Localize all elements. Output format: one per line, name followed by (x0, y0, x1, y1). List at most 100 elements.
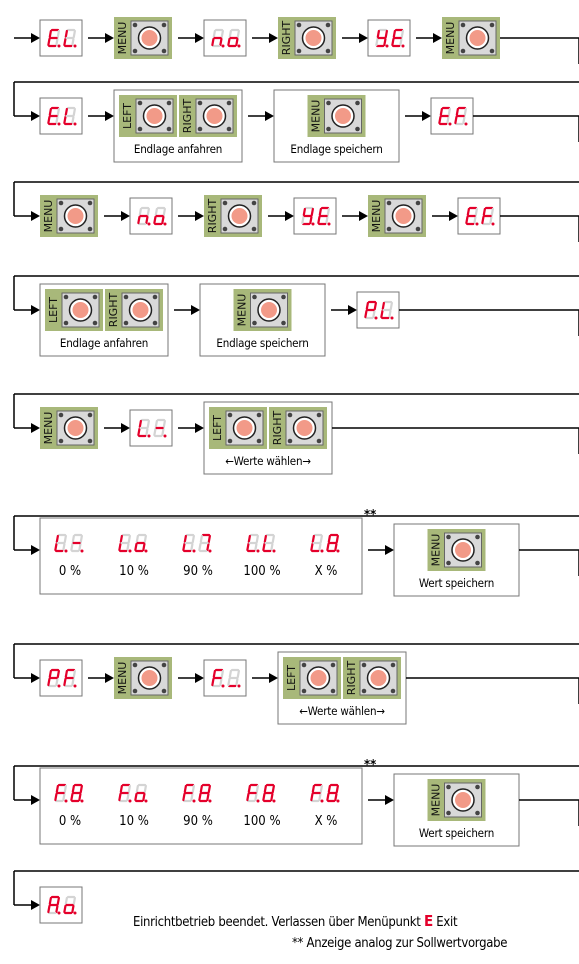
led-segment (211, 37, 215, 47)
led-segment (227, 37, 231, 47)
button-screw (489, 22, 495, 28)
display-frame (356, 291, 400, 329)
led-segment (198, 792, 202, 802)
led-segment (364, 309, 368, 319)
led-segment (62, 542, 66, 552)
button-cap (231, 208, 248, 224)
led-dot (256, 799, 260, 803)
led-dot (73, 684, 77, 688)
button-key-label: LEFT (121, 103, 134, 129)
button-screw (132, 662, 138, 668)
button-screw (161, 22, 167, 28)
led-segment (72, 669, 76, 679)
led-segment (373, 301, 377, 311)
led-segment (63, 784, 67, 794)
led-segment (376, 29, 380, 39)
led-segment (389, 301, 393, 311)
led-segment (236, 669, 240, 679)
button-cap (206, 108, 223, 124)
button-key-label: RIGHT (181, 99, 194, 134)
arrow-right-icon (31, 423, 40, 433)
led-segment (135, 784, 139, 794)
led-dot (221, 684, 225, 688)
pushbutton-icon: MENU (442, 17, 500, 59)
value-led (118, 783, 148, 803)
led-segment (62, 792, 66, 802)
led-segment (48, 896, 52, 906)
display-frame (39, 97, 83, 135)
led-segment (317, 215, 321, 225)
arrow-right-icon (265, 111, 274, 121)
button-screw (475, 560, 480, 566)
led-segment (463, 107, 467, 117)
led-segment (55, 534, 59, 544)
button-group-label: ←Werte wählen→ (225, 454, 311, 468)
pushbutton-icon: LEFT (283, 657, 341, 699)
button-screw (58, 438, 64, 444)
led-segment (207, 534, 211, 544)
pushbutton-icon: RIGHT (269, 407, 327, 449)
button-screw (446, 810, 451, 816)
button-screw (316, 412, 322, 418)
led-segment (55, 677, 59, 687)
led-dot (147, 222, 151, 226)
led-dot (272, 799, 276, 803)
pushbutton-icon: MENU (427, 529, 486, 571)
arrow-right-icon (31, 211, 40, 221)
arrow-right-icon (269, 673, 278, 683)
button-screw (161, 662, 167, 668)
led-segment (56, 896, 60, 906)
led-dot (208, 549, 212, 553)
led-segment (78, 792, 82, 802)
button-screw (330, 662, 336, 668)
led-segment (119, 534, 123, 544)
button-screw (316, 438, 322, 444)
led-segment (63, 115, 67, 125)
led-segment (199, 534, 203, 544)
button-screw (390, 688, 396, 694)
led-segment (153, 427, 157, 437)
led-segment (270, 542, 274, 552)
led-segment (162, 207, 166, 217)
value-led (246, 533, 276, 553)
led-dot (385, 44, 389, 48)
led-segment (154, 207, 158, 217)
button-key-label: RIGHT (107, 293, 120, 328)
led-segment (71, 115, 75, 125)
button-screw (446, 534, 451, 540)
value-percent-label: 10 % (119, 564, 149, 579)
led-segment (319, 784, 323, 794)
led-segment (247, 534, 251, 544)
button-screw (475, 810, 480, 816)
value-percent-label: 90 % (183, 564, 213, 579)
display-frame (430, 97, 474, 135)
led-segment (255, 784, 259, 794)
led-display (39, 97, 83, 135)
led-segment (388, 309, 392, 319)
button-cap (72, 302, 89, 318)
led-dot (57, 44, 61, 48)
display-frame (39, 19, 83, 57)
led-dot (475, 222, 479, 226)
led-segment (228, 29, 232, 39)
button-screw (296, 22, 302, 28)
led-segment (311, 534, 315, 544)
button-key-label: MENU (42, 412, 55, 445)
led-segment (70, 792, 74, 802)
led-segment (246, 542, 250, 552)
button-key-label: LEFT (47, 297, 60, 323)
button-group-label: Endlage anfahren (59, 336, 149, 350)
arrow-right-icon (195, 423, 204, 433)
led-dot (80, 549, 84, 553)
led-segment (143, 784, 147, 794)
led-segment (134, 792, 138, 802)
led-dot (144, 549, 148, 553)
led-segment (118, 542, 122, 552)
led-segment (334, 792, 338, 802)
led-dot (163, 222, 167, 226)
led-dot (57, 911, 61, 915)
button-key-label: MENU (310, 100, 323, 133)
led-segment (64, 896, 68, 906)
led-segment (143, 534, 147, 544)
